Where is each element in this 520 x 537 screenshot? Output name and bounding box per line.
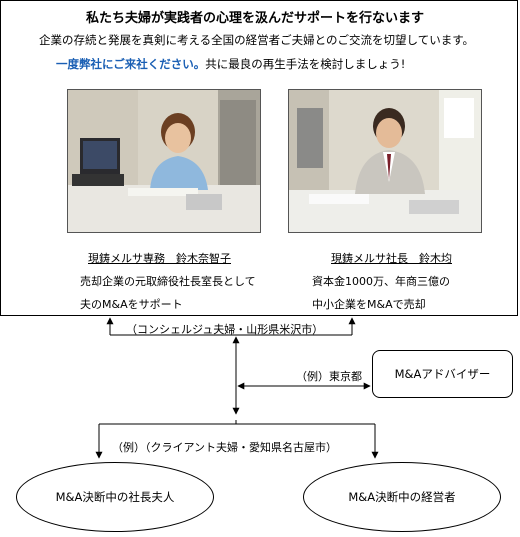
headline: 私たち夫婦が実践者の心理を汲んだサポートを行ないます xyxy=(86,11,425,26)
advisor-label: M&Aアドバイザー xyxy=(394,367,491,381)
invite-text: 一度弊社にご来社ください。共に最良の再生手法を検討しましょう! xyxy=(56,56,405,72)
oval-right-label: M&A決断中の経営者 xyxy=(348,490,456,504)
right-desc-2: 中小企業をM&Aで売却 xyxy=(312,298,426,311)
invite-rest: 共に最良の再生手法を検討しましょう! xyxy=(205,57,406,71)
right-desc-1: 資本金1000万、年商三億の xyxy=(312,275,450,288)
tokyo-label: （例）東京都 xyxy=(296,370,362,383)
photo-left-director xyxy=(67,89,261,233)
left-desc-2: 夫のM&Aをサポート xyxy=(80,298,183,311)
intro-panel: 私たち夫婦が実践者の心理を汲んだサポートを行ないます 企業の存続と発展を真剣に考… xyxy=(0,0,518,316)
concierge-label: （コンシェルジュ夫婦・山形県米沢市） xyxy=(126,323,324,336)
right-name: 現鋳メルサ社長 鈴木均 xyxy=(331,252,452,265)
president-wife-node: M&A決断中の社長夫人 xyxy=(16,462,214,532)
intro-text: 企業の存続と発展を真剣に考える全国の経営者ご夫婦とのご交流を切望しています。 xyxy=(39,33,475,47)
left-desc-1: 売却企業の元取締役社長室長として xyxy=(80,275,256,288)
photo-right-president xyxy=(288,89,482,233)
oval-left-label: M&A決断中の社長夫人 xyxy=(55,490,175,504)
client-label: （例）（クライアント夫婦・愛知県名古屋市） xyxy=(112,441,338,454)
advisor-node: M&Aアドバイザー xyxy=(372,350,513,398)
manager-node: M&A決断中の経営者 xyxy=(303,462,501,532)
invite-highlight: 一度弊社にご来社ください。 xyxy=(56,57,206,71)
left-name: 現鋳メルサ専務 鈴木奈智子 xyxy=(88,252,231,265)
